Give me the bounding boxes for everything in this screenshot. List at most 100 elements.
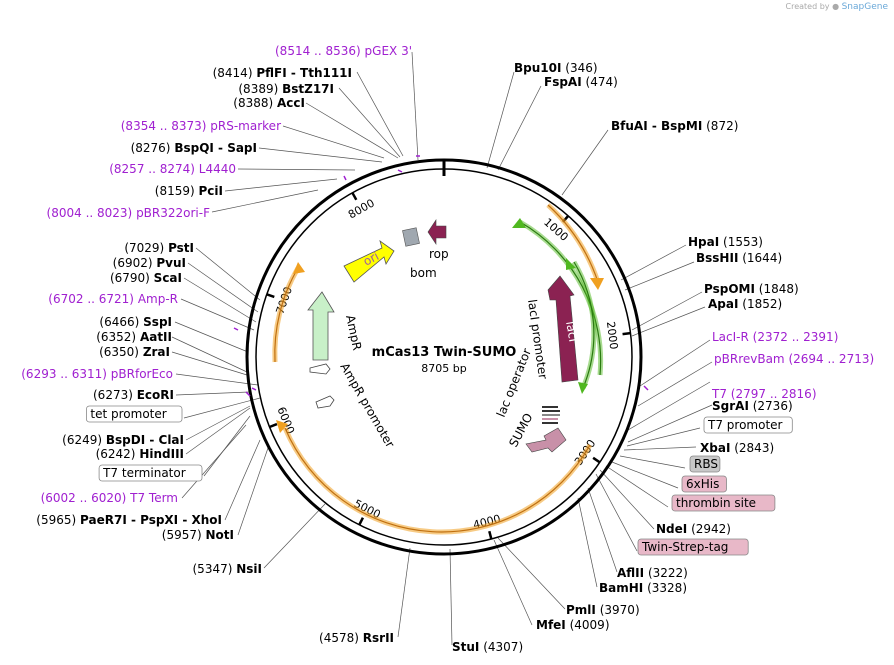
laci-r-name: LacI-R: [712, 330, 749, 344]
rbs-name: RBS: [694, 457, 718, 471]
hpai-site-label: HpaI (1553): [688, 235, 763, 249]
hindiii-name: HindIII: [139, 447, 184, 461]
feature-AmpR[interactable]: AmpR: [307, 291, 364, 361]
zrai-name: ZraI: [143, 345, 170, 359]
green-arrowhead-3: [578, 382, 588, 394]
pcii-site-label: (8159) PciI: [155, 184, 223, 198]
6xhis-name: 6xHis: [686, 477, 719, 491]
bfuai-bspmi-position: (872): [706, 119, 738, 133]
noti-name: NotI: [206, 528, 235, 542]
hpai-name: HpaI: [688, 235, 719, 249]
paer7i-pspxi-xhoi-position: (5965): [36, 513, 76, 527]
rop-label: rop: [429, 247, 449, 261]
tick-mark: [351, 192, 358, 201]
apai-name: ApaI: [708, 297, 738, 311]
aatii-position: (6352): [96, 330, 136, 344]
zrai-site-label: (6350) ZraI: [99, 345, 170, 359]
pgex-3-position: (8514 .. 8536): [275, 44, 361, 58]
psti-site-label: (7029) PstI: [124, 241, 194, 255]
acci-site-label: (8388) AccI: [233, 96, 305, 110]
mfei-position: (4009): [570, 618, 610, 632]
pbrforeco-name: pBRforEco: [111, 367, 173, 381]
rsrii-position: (4578): [319, 631, 359, 645]
scai-site-label: (6790) ScaI: [110, 271, 182, 285]
rsrii-name: RsrII: [363, 631, 394, 645]
zrai-position: (6350): [99, 345, 139, 359]
green-arrowhead-2: [566, 258, 576, 270]
6xhis-box: [681, 475, 727, 493]
sspi-site-label: (6466) SspI: [99, 315, 172, 329]
noti-position: (5957): [162, 528, 202, 542]
pbrforeco-site-label: (6293 .. 6311) pBRforEco: [21, 367, 173, 381]
feature-ori[interactable]: ori: [343, 240, 395, 283]
bamhi-position: (3328): [647, 581, 687, 595]
ecori-site-label: (6273) EcoRI: [93, 388, 174, 402]
bspdi-clai-name: BspDI - ClaI: [106, 433, 184, 447]
l4440-position: (8257 .. 8274): [109, 162, 195, 176]
t7-promoter-box: [703, 416, 793, 434]
t7-terminator-box: [98, 464, 203, 482]
fspai-name: FspAI: [544, 75, 582, 89]
plasmid-name: mCas13 Twin-SUMO: [372, 345, 517, 360]
scai-position: (6790): [110, 271, 150, 285]
laci-r-site-label: LacI-R (2372 .. 2391): [712, 330, 838, 344]
xbai-name: XbaI: [700, 441, 730, 455]
pmli-position: (3970): [600, 603, 640, 617]
tick-mark: [592, 456, 601, 464]
feature-lacI[interactable]: lacI: [547, 275, 580, 383]
aatii-site-label: (6352) AatII: [96, 330, 172, 344]
mfei-name: MfeI: [536, 618, 566, 632]
thrombin-site-box: [671, 494, 776, 512]
stui-position: (4307): [483, 640, 523, 654]
feature-bom[interactable]: bom: [402, 227, 437, 280]
tet-promoter-name: tet promoter: [90, 407, 166, 421]
pcii-position: (8159): [155, 184, 195, 198]
pspomi-position: (1848): [759, 282, 799, 296]
bspdi-clai-site-label: (6249) BspDI - ClaI: [62, 433, 184, 447]
t7-term-position: (6002 .. 6020): [41, 491, 127, 505]
rbs-feature-label: RBS: [694, 457, 718, 471]
bstz17i-site-label: (8389) BstZ17I: [238, 82, 334, 96]
ndei-name: NdeI: [656, 522, 687, 536]
pbrforeco-position: (6293 .. 6311): [21, 367, 107, 381]
l4440-site-label: (8257 .. 8274) L4440: [109, 162, 236, 176]
aflii-site-label: AflII (3222): [617, 566, 688, 580]
ecori-position: (6273): [93, 388, 133, 402]
orange-arrowhead-2: [293, 262, 305, 274]
orf-arcs: [272, 203, 604, 535]
stui-site-label: StuI (4307): [452, 640, 523, 654]
pmli-name: PmlI: [566, 603, 596, 617]
hpai-position: (1553): [723, 235, 763, 249]
bfuai-bspmi-site-label: BfuAI - BspMI (872): [611, 119, 738, 133]
amp-r-name: Amp-R: [138, 292, 178, 306]
acci-name: AccI: [277, 96, 305, 110]
noti-site-label: (5957) NotI: [162, 528, 234, 542]
lacI-label: lacI: [563, 320, 580, 343]
prs-marker-position: (8354 .. 8373): [121, 119, 207, 133]
pcii-name: PciI: [199, 184, 224, 198]
feature-AmpR-promoter[interactable]: AmpR promoter: [309, 361, 397, 451]
pbrrevbam-position: (2694 .. 2713): [788, 352, 874, 366]
nsii-name: NsiI: [236, 562, 262, 576]
sgrai-site-label: SgrAI (2736): [712, 399, 793, 413]
scai-name: ScaI: [154, 271, 182, 285]
bsshii-name: BssHII: [696, 251, 738, 265]
aatii-name: AatII: [140, 330, 172, 344]
bspqi-sapi-position: (8276): [131, 141, 171, 155]
pmli-site-label: PmlI (3970): [566, 603, 640, 617]
site-labels-left: (8514 .. 8536) pGEX 3'(8414) PflFI - Tth…: [21, 44, 412, 645]
credit-prefix: Created by: [785, 2, 830, 11]
twin-strep-tag-name: Twin-Strep-tag: [641, 540, 728, 554]
bspdi-clai-position: (6249): [62, 433, 102, 447]
snapgene-logo-icon: ●: [832, 2, 840, 11]
xbai-site-label: XbaI (2843): [700, 441, 774, 455]
acci-position: (8388): [233, 96, 273, 110]
feature-SUMO[interactable]: SUMO: [506, 411, 567, 453]
hindiii-position: (6242): [96, 447, 136, 461]
pvui-position: (6902): [113, 256, 153, 270]
feature-stripes: [542, 406, 560, 424]
xbai-position: (2843): [734, 441, 774, 455]
prs-marker-site-label: (8354 .. 8373) pRS-marker: [121, 119, 281, 133]
feature-rop[interactable]: rop: [427, 219, 449, 261]
